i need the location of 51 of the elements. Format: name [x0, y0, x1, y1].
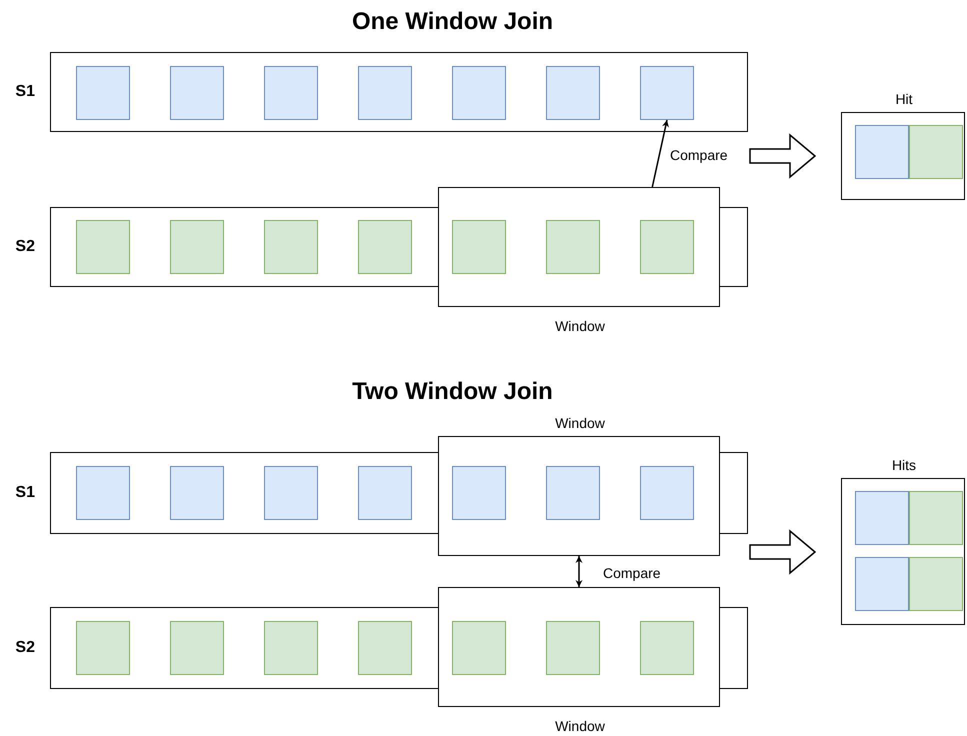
tuple-square: [170, 466, 224, 520]
section-heading: One Window Join: [350, 8, 554, 36]
result-label: Hits: [890, 457, 918, 473]
tuple-square: [76, 220, 130, 274]
tuple-square: [264, 620, 318, 674]
stream-label: S2: [15, 238, 35, 256]
tuple-square: [76, 620, 130, 674]
stream-label: S2: [15, 639, 35, 657]
tuple-square: [358, 220, 412, 274]
block-arrow: [749, 133, 816, 179]
tuple-square: [264, 466, 318, 520]
tuple-square: [452, 621, 506, 675]
tuple-square: [546, 621, 600, 675]
tuple-square: [854, 556, 908, 610]
arrow: [652, 120, 669, 188]
window-label: Window: [554, 318, 606, 334]
window-label: Window: [554, 415, 606, 431]
result-label: Hit: [894, 91, 914, 107]
tuple-square: [908, 124, 962, 178]
tuple-square: [640, 621, 694, 675]
tuple-square: [264, 66, 318, 120]
stream-label: S1: [15, 484, 35, 502]
tuple-square: [452, 466, 506, 520]
tuple-square: [640, 466, 694, 520]
block-arrow: [749, 529, 816, 575]
tuple-square: [546, 66, 600, 120]
edge-label: Compare: [603, 565, 661, 581]
tuple-square: [264, 220, 318, 274]
tuple-square: [76, 66, 130, 120]
tuple-square: [546, 466, 600, 520]
tuple-square: [640, 66, 694, 120]
tuple-square: [854, 490, 908, 544]
tuple-square: [908, 556, 962, 610]
section-heading: Two Window Join: [351, 378, 554, 406]
double-arrow: [576, 556, 582, 587]
tuple-square: [452, 220, 506, 274]
tuple-square: [640, 220, 694, 274]
tuple-square: [358, 466, 412, 520]
tuple-square: [452, 66, 506, 120]
edge-label: Compare: [670, 147, 728, 163]
tuple-square: [170, 620, 224, 674]
tuple-square: [908, 490, 962, 544]
stream-label: S1: [15, 83, 35, 101]
tuple-square: [170, 66, 224, 120]
tuple-square: [546, 220, 600, 274]
tuple-square: [358, 66, 412, 120]
window-label: Window: [554, 718, 606, 734]
tuple-square: [854, 124, 908, 178]
tuple-square: [358, 620, 412, 674]
tuple-square: [170, 220, 224, 274]
tuple-square: [76, 466, 130, 520]
